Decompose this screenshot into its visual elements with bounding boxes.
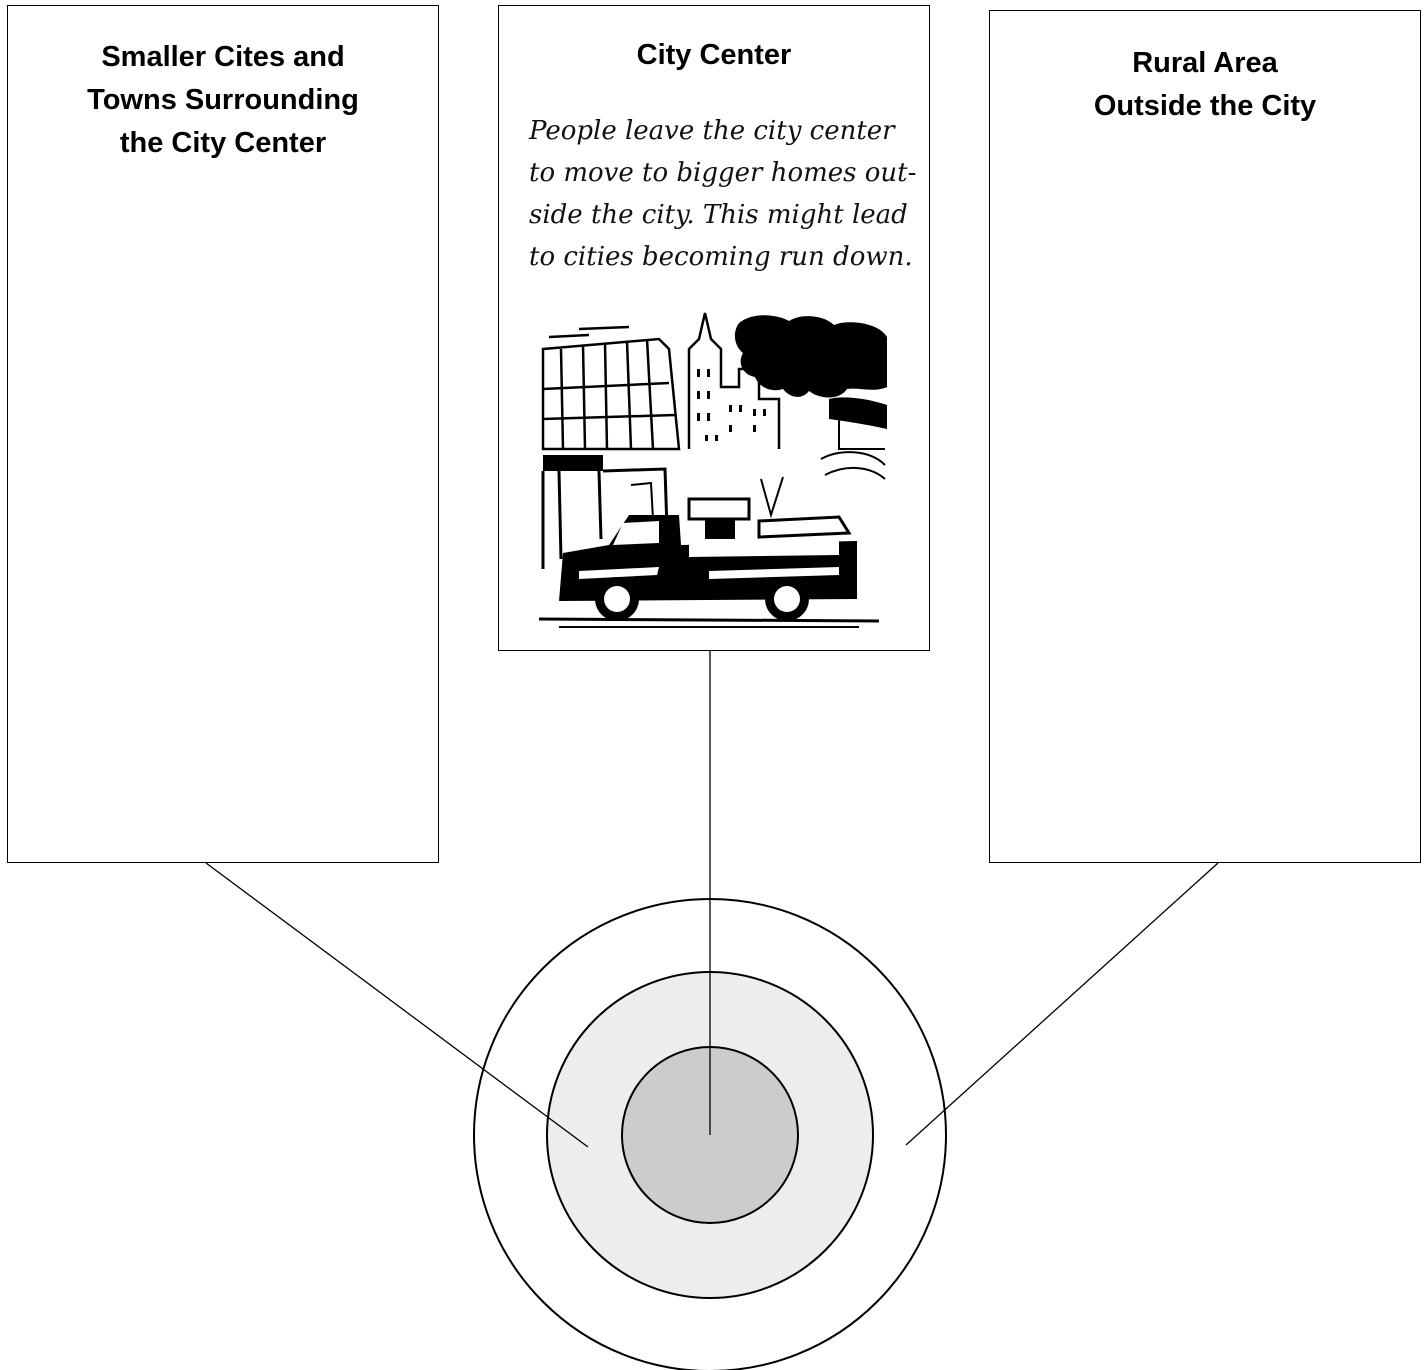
description-line: People leave the city center	[529, 110, 901, 152]
title-line: Towns Surrounding	[8, 79, 438, 122]
title-line: Smaller Cites and	[8, 36, 438, 79]
city-center-box: City Center People leave the city center…	[498, 5, 930, 651]
rural-area-box: Rural Area Outside the City	[989, 10, 1421, 863]
surrounding-towns-title: Smaller Cites and Towns Surrounding the …	[8, 36, 438, 165]
connector-line-right	[906, 863, 1218, 1145]
city-center-description: People leave the city center to move to …	[529, 110, 901, 278]
rural-area-title: Rural Area Outside the City	[990, 42, 1420, 128]
city-center-title: City Center	[499, 34, 929, 77]
title-line: Rural Area	[990, 42, 1420, 85]
title-line: the City Center	[8, 122, 438, 165]
title-line: City Center	[499, 34, 929, 77]
description-line: to cities becoming run down.	[529, 236, 901, 278]
city-street-truck-illustration	[539, 309, 889, 629]
description-line: side the city. This might lead	[529, 194, 901, 236]
title-line: Outside the City	[990, 85, 1420, 128]
description-line: to move to bigger homes out-	[529, 152, 901, 194]
surrounding-towns-box: Smaller Cites and Towns Surrounding the …	[7, 5, 439, 863]
